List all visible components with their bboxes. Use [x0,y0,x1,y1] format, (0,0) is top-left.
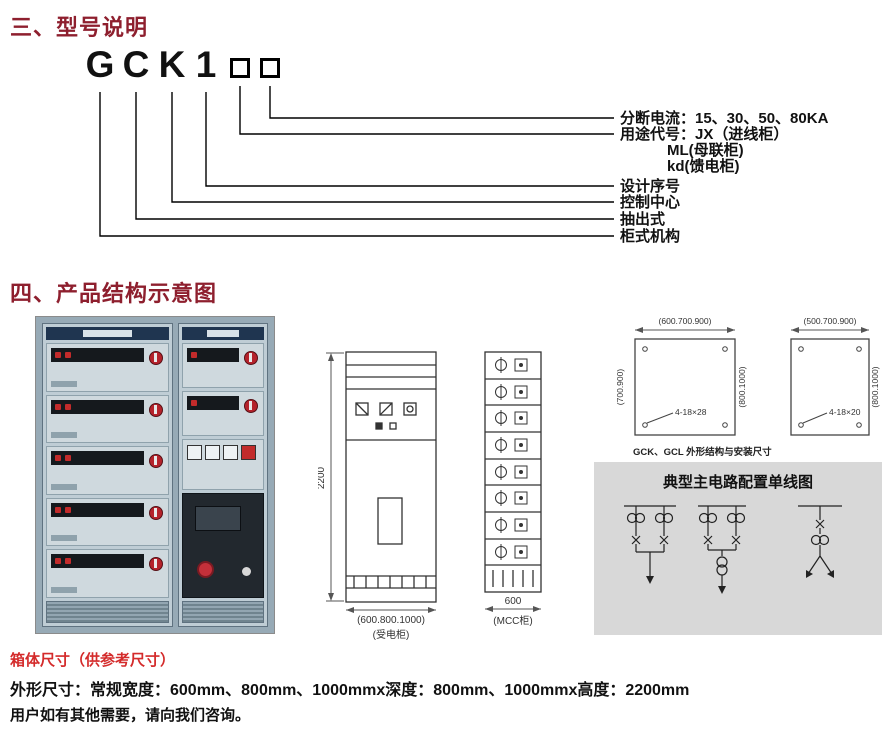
model-digit-1: 1 [195,44,217,85]
drawer-unit [46,549,169,598]
cabinet-right [178,323,268,627]
mcc-width-dimension: 600 [505,596,522,607]
model-letter-g: G [85,44,115,85]
box2-top-dimension: (500.700.900) [804,316,857,326]
width-dimension: (600.800.1000) [357,615,425,626]
breaker-panel [182,492,264,598]
label-design-serial: 设计序号 [620,178,681,195]
box2-holes-note: 4-18×20 [829,407,861,417]
drawer-unit [46,497,169,547]
model-letter-c: C [122,44,150,85]
mcc-cabinet-name: (MCC柜) [493,614,532,627]
drawer-unit [182,391,264,437]
drawer-latch [51,380,77,387]
box1-right-dimension: (800.1000) [737,366,747,407]
drawer-panel [51,502,144,517]
drawer-latch [51,432,77,439]
receiving-cabinet-drawing: 2200 (600.800.1000) (受电柜) [318,351,437,641]
box2-right-dimension: (800.1000) [870,366,880,407]
label-drawout-type: 抽出式 [620,211,666,228]
drawer-handle-icon [149,402,163,417]
drawer-panel [51,451,144,466]
breaker-button-icon [197,561,215,579]
label-usage-kd: kd(馈电柜) [667,158,740,175]
label-breaking-current: 分断电流：15、30、50、80KA [620,110,829,127]
drawer-panel [51,554,144,569]
meter-icon [205,445,220,461]
drawer-unit [182,343,264,389]
breaker-display [195,506,241,531]
outline-caption: GCK、GCL 外形结构与安装尺寸 [633,446,772,458]
model-connector-lines [99,86,614,237]
drawer-handle-icon [244,399,258,414]
drawer-latch [51,483,77,490]
meter-icon [223,445,238,461]
height-dimension: 2200 [318,466,327,489]
drawer-latch [51,586,77,593]
drawer-unit [46,343,169,392]
overall-dimensions-text: 外形尺寸：常规宽度：600mm、800mm、1000mmx深度：800mm、10… [10,682,690,699]
label-usage-ml: ML(母联柜) [667,142,744,159]
drawer-handle-icon [149,505,163,520]
drawer-panel [187,396,239,411]
section4-title: 四、产品结构示意图 [10,281,218,306]
drawer-panel [187,348,239,362]
box1-top-dimension: (600.700.900) [659,316,712,326]
model-placeholder-box-1 [230,58,250,78]
nameplate-label [206,330,240,337]
single-line-diagram-box: 典型主电路配置单线图 [594,462,882,635]
cabinet-nameplate [182,327,264,340]
nameplate-label [82,330,133,337]
box1-holes-note: 4-18×28 [675,407,707,417]
drawer-handle-icon [149,454,163,469]
cabinet-nameplate [46,327,169,340]
drawer-handle-icon [149,557,163,572]
drawer-panel [51,399,144,414]
drawer-unit [46,446,169,495]
single-line-schematics [624,505,842,594]
drawer-handle-icon [149,351,163,365]
box-size-note: 箱体尺寸（供参考尺寸） [10,652,176,669]
drawer-latch [51,535,77,542]
cabinet-left [42,323,173,627]
breaker-button-icon [242,567,251,577]
outline-dimension-drawing: (600.700.900) (500.700.900) (700.900) (8… [615,316,880,458]
label-cabinet-structure: 柜式机构 [620,228,681,245]
drawer-unit [46,394,169,444]
drawer-handle-icon [244,351,258,365]
section3-title: 三、型号说明 [10,15,149,40]
indicator-lamp-icon [241,445,256,461]
switchgear-photo [35,316,275,634]
model-placeholder-box-2 [260,58,280,78]
single-line-title: 典型主电路配置单线图 [662,474,813,491]
cabinet-name: (受电柜) [373,628,410,641]
label-control-center: 控制中心 [620,194,681,211]
mcc-cabinet-drawing: 600 (MCC柜) [484,351,542,627]
box1-left-dimension: (700.900) [615,369,625,406]
instrument-panel [182,439,264,490]
meter-icon [187,445,202,461]
label-usage-code: 用途代号：JX（进线柜） [620,126,789,143]
contact-note: 用户如有其他需要，请向我们咨询。 [10,707,251,724]
model-letter-k: K [158,44,186,85]
vent-grille [182,601,264,623]
drawer-panel [51,348,144,362]
vent-grille [46,600,169,623]
